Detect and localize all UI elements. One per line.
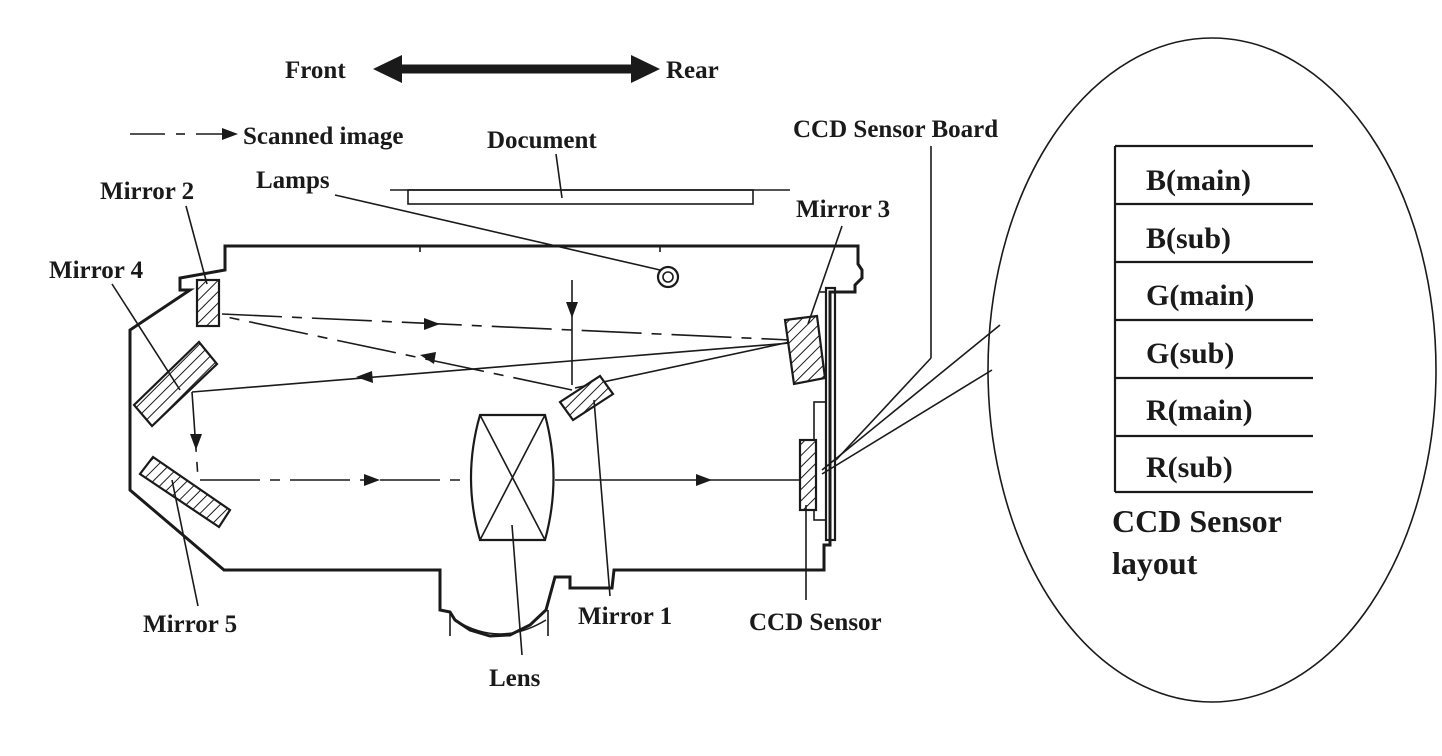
lens-label: Lens — [489, 665, 541, 692]
mirror-1-leader-line — [593, 399, 611, 597]
mirror-5-label: Mirror 5 — [143, 611, 237, 638]
mirror-3-leader-line — [807, 225, 843, 325]
ccd-layout-title-line1: CCD Sensor — [1112, 503, 1282, 539]
ccd-layout-table — [1113, 144, 1313, 494]
mirror-2 — [195, 278, 221, 328]
ccd-layout-row: B(sub) — [1146, 222, 1231, 255]
ccd-sensor — [798, 438, 818, 512]
mirror-2-leader-line — [185, 205, 208, 285]
lens — [469, 413, 555, 542]
ccd-layout-row: R(main) — [1146, 394, 1253, 427]
zoom-callout-lower — [821, 369, 993, 475]
ccd-layout-row: B(main) — [1146, 164, 1251, 197]
ccd-layout-row: G(sub) — [1146, 337, 1234, 370]
ccd-layout-zoom-ellipse — [987, 37, 1437, 703]
carriage-frame — [128, 244, 864, 638]
lamp-outer — [656, 265, 680, 289]
lens-leader-line — [511, 524, 523, 656]
direction-arrow — [373, 55, 660, 83]
mirror-5 — [138, 455, 232, 529]
scanned-image-label: Scanned image — [243, 123, 403, 150]
front-label: Front — [285, 57, 346, 84]
lamp-inner — [662, 271, 674, 283]
ccd-sensor-board-label: CCD Sensor Board — [793, 116, 998, 143]
mirror-3-label: Mirror 3 — [796, 196, 890, 223]
document-label: Document — [487, 127, 597, 154]
ccd-sensor-label: CCD Sensor — [749, 609, 882, 636]
optical-path — [190, 280, 800, 486]
zoom-callout-upper — [821, 324, 1001, 471]
mirror-1-label: Mirror 1 — [578, 603, 672, 630]
scanned-image-legend-line — [130, 128, 238, 140]
ccd-layout-row: G(main) — [1146, 279, 1254, 312]
document-leader-line — [555, 153, 563, 199]
ccd-layout-row: R(sub) — [1146, 451, 1233, 484]
mirror-4-leader-line — [111, 283, 181, 391]
mirror-4-label: Mirror 4 — [49, 257, 144, 284]
lamps-label: Lamps — [256, 167, 330, 194]
lamps-leader-line — [334, 194, 661, 271]
ccd-sensor-board-leader-b — [835, 357, 932, 461]
mirror-5-leader-line — [171, 479, 199, 607]
mirror-2-label: Mirror 2 — [100, 178, 194, 205]
mirror-1 — [558, 374, 615, 422]
ccd-layout-title-line2: layout — [1112, 545, 1198, 581]
document — [407, 189, 754, 205]
rear-label: Rear — [666, 57, 719, 84]
